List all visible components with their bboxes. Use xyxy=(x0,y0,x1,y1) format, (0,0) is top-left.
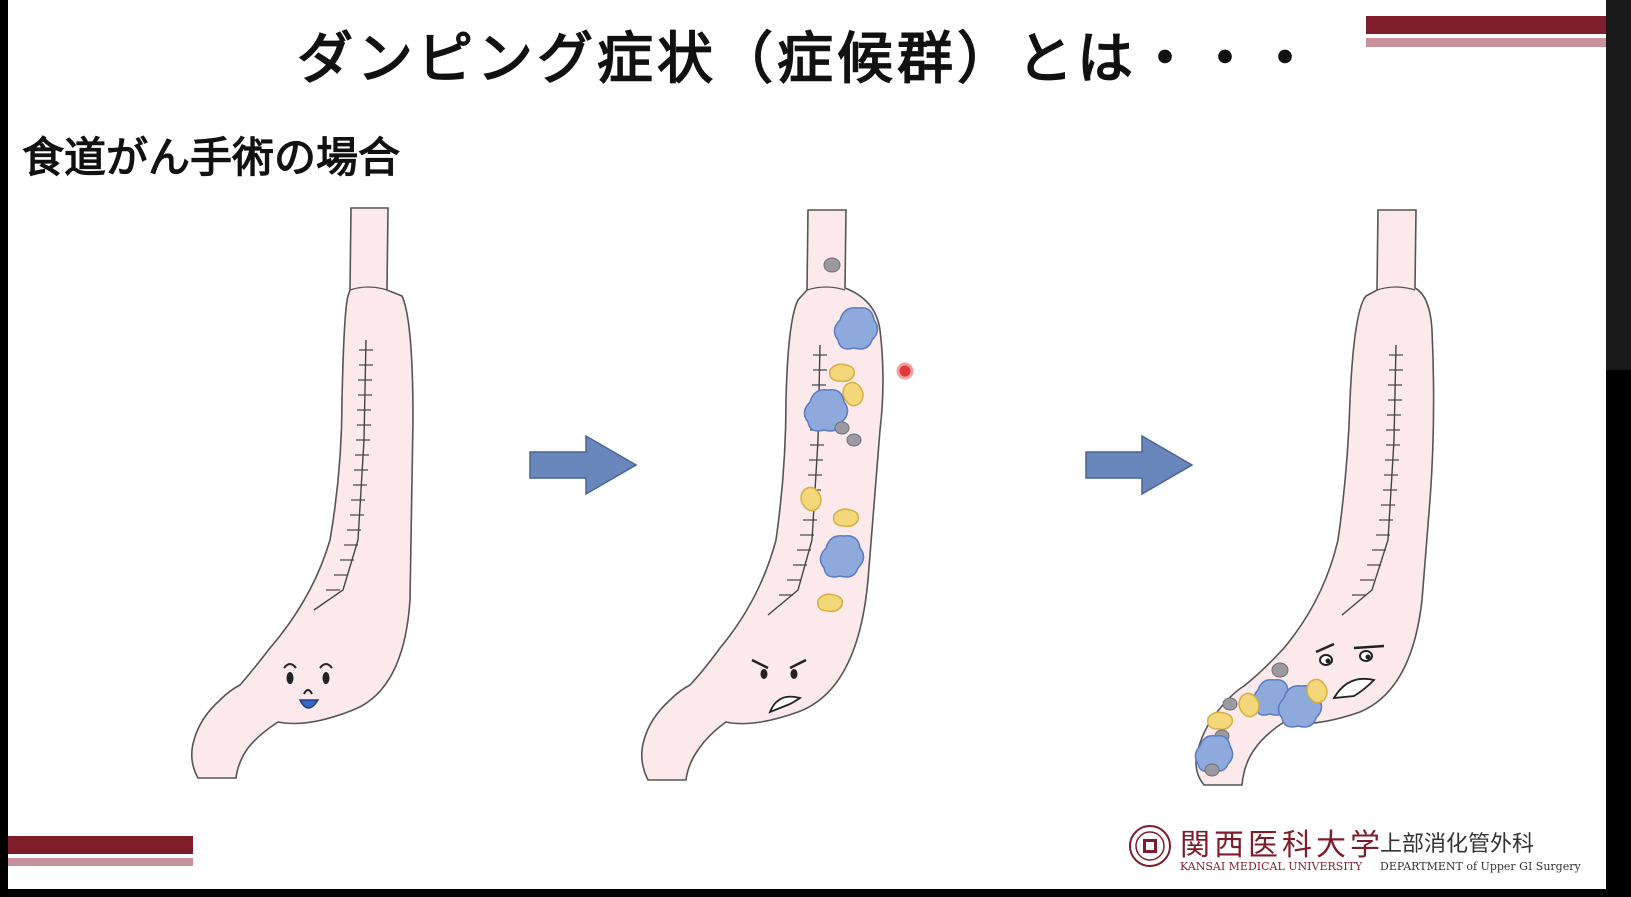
food-particles xyxy=(1194,662,1328,777)
university-logo: 関西医科大学 上部消化管外科 KANSAI MEDICAL UNIVERSITY… xyxy=(1128,820,1598,880)
happy-face-icon xyxy=(283,663,333,709)
food-particles xyxy=(800,257,879,613)
screen-edge-strip xyxy=(1606,0,1631,370)
angry-face-icon xyxy=(751,658,807,714)
university-seal-icon xyxy=(1129,825,1171,867)
distressed-face-icon xyxy=(1315,642,1385,700)
slide-subtitle: 食道がん手術の場合 xyxy=(22,133,401,182)
pointer-dot-icon xyxy=(896,362,914,380)
dumping-illustration xyxy=(190,207,1435,786)
right-arrow-icon xyxy=(1085,434,1194,496)
top-right-accent-bar xyxy=(1366,16,1606,34)
slide-title: ダンピング症状（症候群）とは・・・ xyxy=(297,27,1317,92)
department-name-jp: 上部消化管外科 xyxy=(1380,832,1535,857)
bottom-left-accent-bar xyxy=(8,836,193,854)
food-passing-stomach-icon xyxy=(640,209,914,781)
food-dumped-stomach-icon xyxy=(1194,209,1435,786)
university-name-en: KANSAI MEDICAL UNIVERSITY xyxy=(1180,860,1363,873)
bottom-left-accent-bar-light xyxy=(8,858,193,866)
university-name-jp: 関西医科大学 xyxy=(1180,828,1384,863)
department-name-en: DEPARTMENT of Upper GI Surgery xyxy=(1380,860,1581,873)
slide: ダンピング症状（症候群）とは・・・ 食道がん手術の場合 xyxy=(8,0,1606,889)
right-arrow-icon xyxy=(529,434,638,496)
top-right-accent-bar-light xyxy=(1366,38,1606,47)
normal-stomach-icon xyxy=(190,207,414,779)
